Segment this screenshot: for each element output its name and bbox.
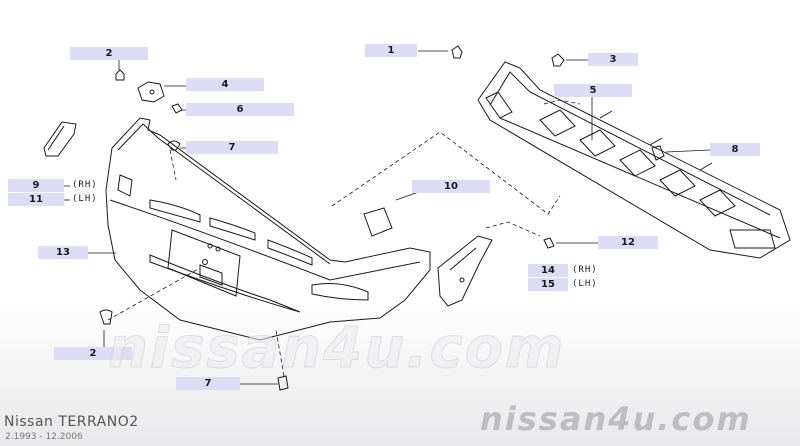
callout-11: 11: [8, 193, 64, 206]
pad-10: [363, 207, 393, 237]
callout-14: 14: [528, 264, 568, 277]
callout-7-top: 7: [186, 141, 278, 154]
bracket-4: [137, 81, 165, 103]
fastener-clips: [99, 45, 665, 391]
note-lh-11: (LH): [72, 194, 98, 204]
side-bracket: [43, 121, 77, 157]
callout-7-bottom: 7: [176, 377, 240, 390]
note-lh-15: (LH): [572, 279, 598, 289]
bracket-14-15: [437, 235, 493, 307]
callout-15: 15: [528, 278, 568, 291]
model-dates: 2.1993 - 12.2006: [5, 432, 83, 442]
callout-2-top: 2: [70, 47, 148, 60]
callout-2-bottom: 2: [54, 347, 132, 360]
watermark-corner: nissan4u.com: [480, 400, 752, 438]
model-title: Nissan TERRANO2: [4, 414, 139, 430]
callout-10: 10: [412, 180, 490, 193]
note-rh-14: (RH): [572, 265, 598, 275]
callout-4: 4: [186, 78, 264, 91]
front-bumper-fascia: [105, 117, 431, 341]
callout-9: 9: [8, 179, 64, 192]
callout-6: 6: [186, 103, 294, 116]
note-rh-9: (RH): [72, 180, 98, 190]
callout-13: 13: [38, 246, 88, 259]
callout-12: 12: [598, 236, 658, 249]
callout-3: 3: [588, 53, 638, 66]
callout-8: 8: [710, 143, 760, 156]
watermark-center: nissan4u.com: [108, 316, 566, 382]
callout-5: 5: [554, 84, 632, 97]
bumper-reinforcement: [477, 61, 791, 259]
dashed-guides: [107, 99, 581, 377]
callout-1: 1: [365, 44, 417, 57]
